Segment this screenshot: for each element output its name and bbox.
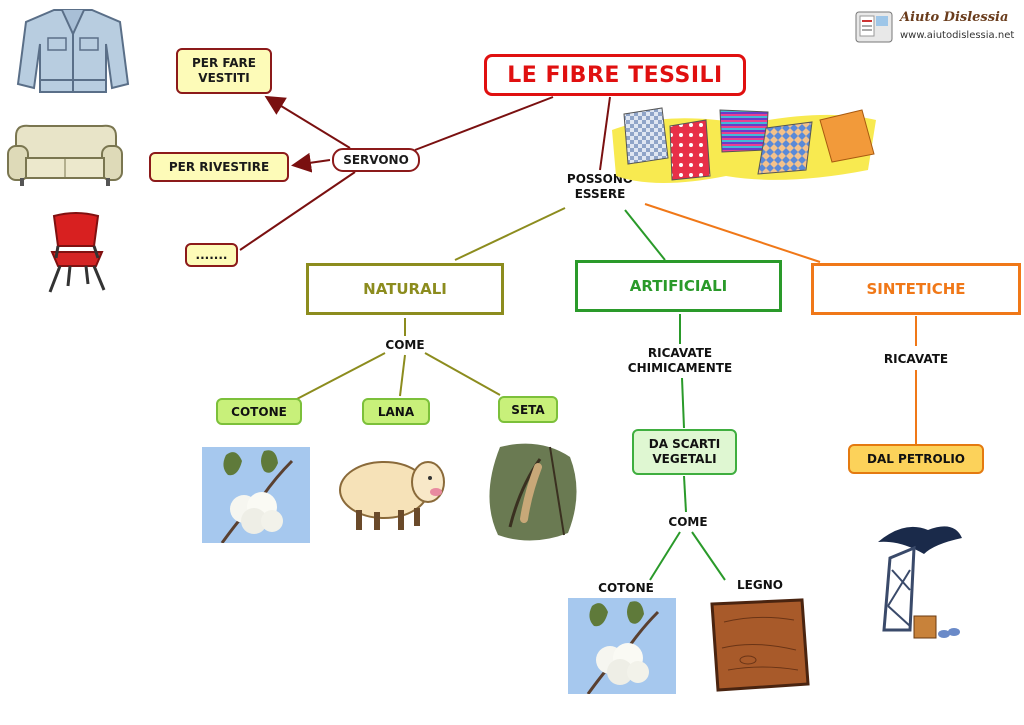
sheep-image [339, 461, 445, 530]
jacket-image [16, 9, 130, 93]
oil-derrick-image [878, 526, 962, 639]
logo-name: Aiuto Dislessia [900, 10, 1009, 25]
silkworm-image [489, 443, 577, 541]
aiutodislessia-logo[interactable]: Aiuto Dislessia www.aiutodislessia.net [852, 8, 1017, 48]
artificiali-come: COME [668, 515, 708, 529]
line-artificiali [624, 209, 666, 261]
line-sintetiche [644, 203, 821, 263]
servono-connector: SERVONO [332, 148, 420, 172]
cotton-image [202, 447, 310, 543]
category-sintetiche: SINTETICHE [811, 263, 1021, 315]
use-other: ....... [185, 243, 238, 267]
naturali-seta: SETA [498, 396, 558, 423]
chair-image [48, 212, 106, 293]
logo-icon [855, 11, 893, 43]
artificiali-ricavate: RICAVATE CHIMICAMENTE [627, 346, 733, 375]
map-title: LE FIBRE TESSILI [484, 54, 746, 96]
use-vestiti: PER FARE VESTITI [176, 48, 272, 94]
fabrics-image [612, 107, 876, 183]
sintetiche-petrolio: DAL PETROLIO [848, 444, 984, 474]
naturali-cotone: COTONE [216, 398, 302, 425]
use-rivestire: PER RIVESTIRE [149, 152, 289, 182]
logo-url: www.aiutodislessia.net [900, 30, 1015, 41]
category-naturali: NATURALI [306, 263, 504, 315]
artificiali-legno: LEGNO [737, 578, 783, 592]
line-servono-dots [239, 171, 356, 251]
line-servono-vestiti [264, 95, 351, 149]
cotton-image-artificiali [568, 598, 676, 694]
artificiali-cotone: COTONE [598, 581, 654, 595]
line-naturali [454, 207, 566, 261]
naturali-come: COME [385, 338, 425, 352]
line-title-possono [599, 96, 611, 171]
wood-image [710, 598, 810, 692]
line-servono-rivestire [291, 152, 331, 173]
sintetiche-ricavate: RICAVATE [883, 352, 949, 366]
naturali-lana: LANA [362, 398, 430, 425]
line-title-servono [414, 96, 554, 151]
sofa-image [7, 124, 123, 186]
category-artificiali: ARTIFICIALI [575, 260, 782, 312]
